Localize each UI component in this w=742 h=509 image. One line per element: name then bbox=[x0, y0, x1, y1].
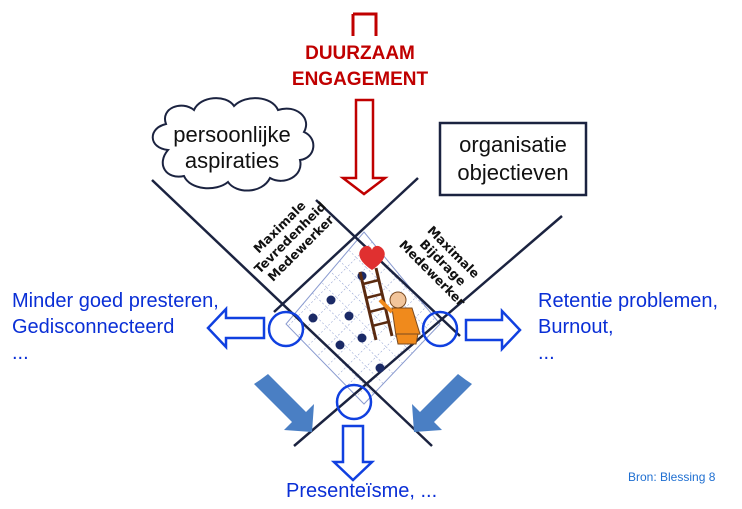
circle-bottom bbox=[335, 383, 373, 421]
right-outcome-line3: ... bbox=[538, 342, 555, 364]
cloud-shape bbox=[151, 97, 315, 192]
line-right-inner bbox=[273, 177, 419, 313]
pressure-arrow-left bbox=[254, 374, 314, 432]
source-credit: Bron: Blessing 8 bbox=[628, 470, 716, 484]
cloud-label-line2: aspiraties bbox=[184, 148, 280, 173]
engagement-title-line2: ENGAGEMENT bbox=[291, 69, 429, 90]
arrow-left bbox=[206, 305, 266, 351]
left-outcome-line3: ... bbox=[12, 342, 29, 364]
engagement-title-line1: DUURZAAM bbox=[305, 43, 415, 64]
right-outcome-line1: Retentie problemen, bbox=[538, 290, 719, 312]
circle-left bbox=[267, 310, 305, 348]
objectives-label-line1: organisatie bbox=[459, 132, 567, 157]
left-outcome-line2: Gedisconnecteerd bbox=[12, 316, 175, 338]
dots bbox=[308, 271, 385, 373]
heart-icon bbox=[359, 245, 385, 270]
objectives-box bbox=[438, 121, 588, 197]
bottom-outcome: Presenteïsme, ... bbox=[286, 480, 438, 502]
arrow-down bbox=[330, 424, 376, 482]
objectives-label-line2: objectieven bbox=[457, 160, 569, 185]
engagement-arrow bbox=[339, 12, 389, 196]
right-outcome-line2: Burnout, bbox=[538, 316, 614, 338]
circle-right bbox=[421, 310, 459, 348]
pressure-arrow-right bbox=[412, 374, 472, 432]
arrow-right bbox=[464, 307, 522, 353]
cloud-label-line1: persoonlijke bbox=[173, 122, 291, 147]
ladder-worker-icon bbox=[358, 267, 421, 345]
left-outcome-line1: Minder goed presteren, bbox=[12, 290, 219, 312]
